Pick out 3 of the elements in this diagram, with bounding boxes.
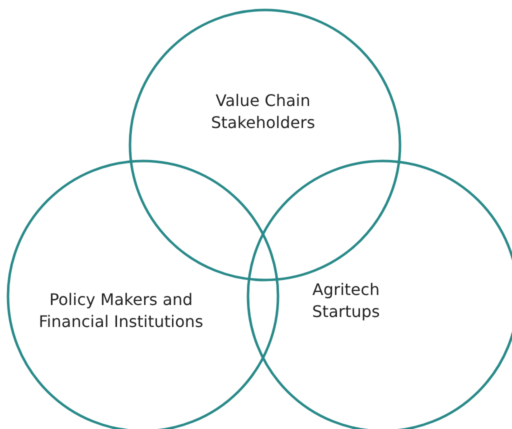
circle-label: Agritech Startups (311, 279, 381, 323)
circle-label: Value Chain Stakeholders (210, 90, 316, 134)
circle-label: Policy Makers and Financial Institutions (38, 289, 204, 333)
